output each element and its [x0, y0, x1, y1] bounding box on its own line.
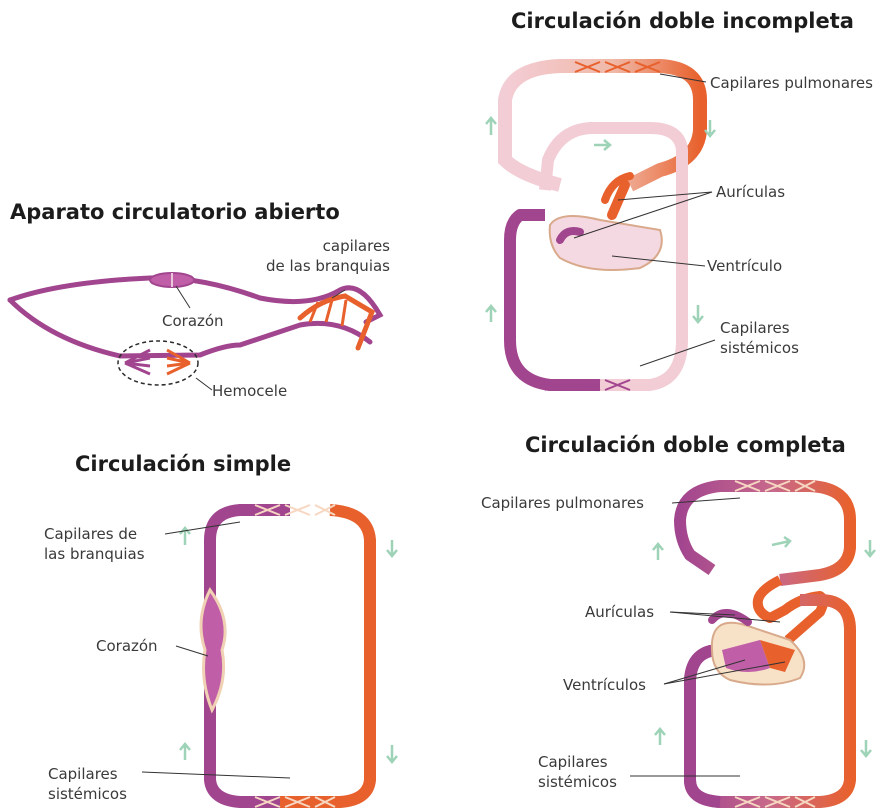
complete-systemic-loop: [690, 600, 850, 802]
open-title: Aparato circulatorio abierto: [10, 200, 340, 224]
label-simple-heart: Corazón: [96, 636, 158, 656]
label-complete-systemic: Capilares sistémicos: [538, 752, 617, 792]
incomplete-ventricle-shape: [550, 216, 662, 270]
complete-title: Circulación doble completa: [525, 433, 846, 457]
label-simple-systemic-line1: Capilares: [48, 764, 127, 784]
label-open-gills: capilares de las branquias: [250, 236, 390, 276]
label-simple-gills-line2: las branquias: [44, 544, 145, 564]
complete-arrow-right: [772, 537, 790, 547]
leader-hemocele: [196, 378, 212, 390]
label-complete-ventricles: Ventrículos: [563, 675, 646, 695]
incomplete-arrow-right: [594, 140, 610, 150]
label-open-heart: Corazón: [162, 311, 224, 331]
incomplete-double-system: [486, 62, 715, 390]
label-open-gills-line2: de las branquias: [250, 256, 390, 276]
simple-arrow-up-2: [180, 744, 190, 760]
simple-arrow-down-1: [387, 540, 397, 556]
leader-open-heart: [176, 286, 190, 308]
leader-incomplete-atria-2: [618, 192, 712, 200]
label-open-gills-line1: capilares: [250, 236, 390, 256]
complete-pulmonary-return: [758, 580, 823, 640]
complete-arrow-up-1: [653, 544, 663, 560]
label-simple-gills: Capilares de las branquias: [44, 524, 145, 564]
simple-loop-right: [280, 510, 370, 802]
label-incomplete-atria: Aurículas: [716, 182, 785, 202]
complete-double-system: [630, 481, 875, 807]
label-complete-systemic-line1: Capilares: [538, 752, 617, 772]
label-incomplete-systemic: Capilares sistémicos: [720, 318, 799, 358]
simple-system: [142, 505, 397, 807]
open-system: [10, 273, 380, 390]
incomplete-arrow-up-2: [486, 306, 496, 322]
label-hemocele: Hemocele: [212, 381, 287, 401]
label-simple-systemic-line2: sistémicos: [48, 784, 127, 804]
label-complete-pulmonary: Capilares pulmonares: [481, 493, 644, 513]
label-incomplete-systemic-line2: sistémicos: [720, 338, 799, 358]
label-incomplete-ventricle: Ventrículo: [707, 256, 782, 276]
label-incomplete-pulmonary: Capilares pulmonares: [710, 73, 873, 93]
label-incomplete-systemic-line1: Capilares: [720, 318, 799, 338]
incomplete-arrow-down-2: [693, 305, 703, 322]
complete-arrow-down-2: [861, 740, 871, 756]
complete-arrow-up-2: [655, 729, 665, 745]
incomplete-arrow-up-1: [486, 118, 496, 135]
label-simple-gills-line1: Capilares de: [44, 524, 145, 544]
leader-simple-gills: [165, 522, 240, 534]
label-complete-systemic-line2: sistémicos: [538, 772, 617, 792]
label-complete-atria: Aurículas: [585, 602, 654, 622]
incomplete-title: Circulación doble incompleta: [511, 9, 854, 33]
complete-arrow-down-1: [865, 540, 875, 556]
label-simple-systemic: Capilares sistémicos: [48, 764, 127, 804]
simple-arrow-down-2: [387, 745, 397, 762]
simple-title: Circulación simple: [75, 452, 291, 476]
